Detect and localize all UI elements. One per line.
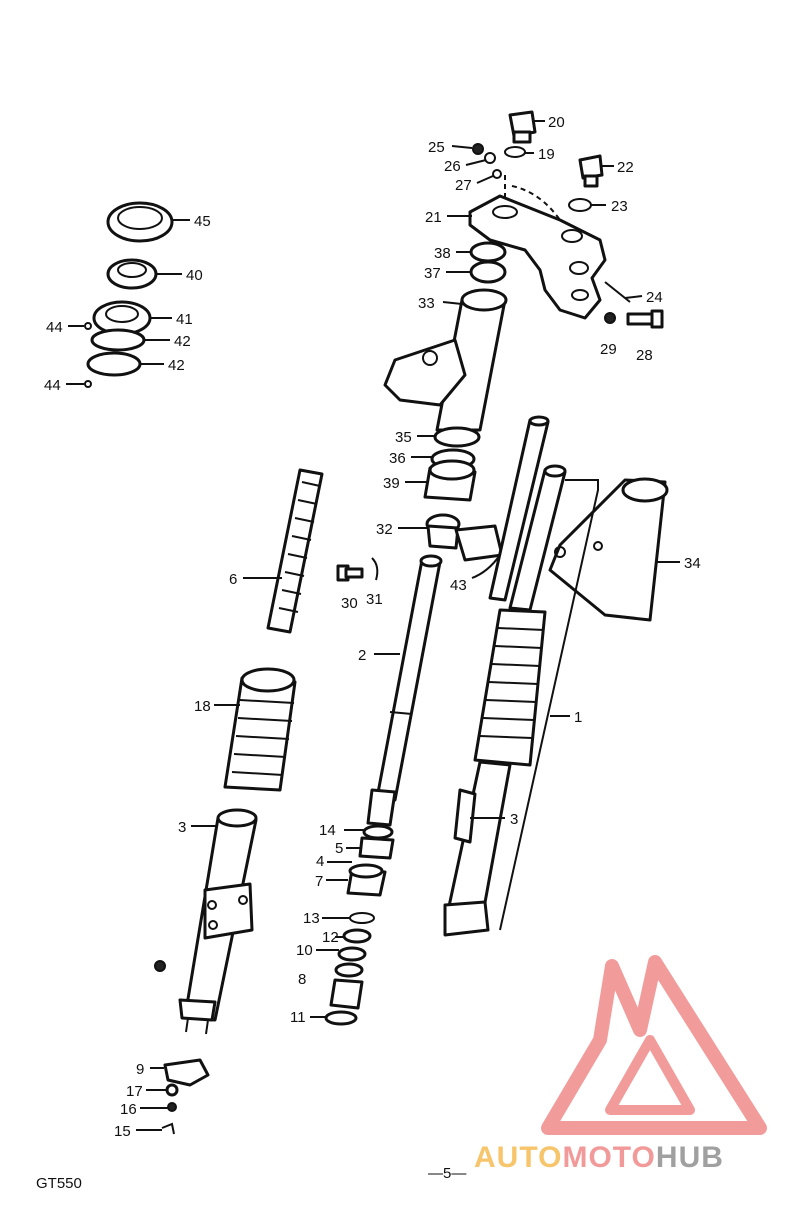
spacer-39 [423, 459, 477, 502]
fork-spring-6 [266, 468, 324, 634]
callout-8: 8 [298, 971, 306, 988]
callout-17: 17 [126, 1083, 143, 1100]
bolt-22 [578, 154, 604, 188]
callout-39: 39 [383, 475, 400, 492]
washer-29 [604, 312, 616, 324]
callout-36: 36 [389, 450, 406, 467]
headlight-bracket-34 [548, 477, 669, 622]
leader-lines [66, 120, 680, 1131]
footer-mark: —5— [428, 1165, 466, 1182]
callout-18: 18 [194, 698, 211, 715]
callout-2: 2 [358, 647, 366, 664]
ball-44b [84, 380, 92, 388]
callout-38: 38 [434, 245, 451, 262]
clamp-32 [425, 513, 504, 562]
callout-26: 26 [444, 158, 461, 175]
nut-25 [472, 143, 484, 155]
watermark-auto: AUTO [474, 1141, 562, 1174]
callout-40: 40 [186, 267, 203, 284]
callout-42b: 42 [168, 357, 185, 374]
steering-stem-head-21 [468, 175, 607, 320]
fork-outer-tube-33 [383, 288, 508, 432]
seal-38 [469, 241, 507, 263]
callout-33: 33 [418, 295, 435, 312]
callout-34: 34 [684, 555, 701, 572]
callout-7: 7 [315, 873, 323, 890]
callout-42a: 42 [174, 333, 191, 350]
callout-3a: 3 [178, 819, 186, 836]
callout-10: 10 [296, 942, 313, 959]
nut-16 [167, 1102, 177, 1112]
callout-29: 29 [600, 341, 617, 358]
callout-14: 14 [319, 822, 336, 839]
callout-44b: 44 [44, 377, 61, 394]
callout-23: 23 [611, 198, 628, 215]
callout-3b: 3 [510, 811, 518, 828]
drain-bolt [154, 960, 166, 972]
callout-5: 5 [335, 840, 343, 857]
outer-slider-3b [443, 760, 512, 937]
inner-tube-right [488, 415, 550, 602]
part-27 [492, 169, 502, 179]
callout-1: 1 [574, 709, 582, 726]
boot-right [473, 608, 547, 767]
callout-11: 11 [290, 1009, 306, 1026]
ring-37 [469, 260, 507, 284]
watermark-text: AUTOMOTOHUB [474, 1141, 724, 1174]
top-bolt-20 [508, 110, 537, 144]
callout-30: 30 [341, 595, 358, 612]
leader-1 [499, 479, 599, 931]
callout-13: 13 [303, 910, 320, 927]
race-42a [90, 328, 146, 352]
cap-40 [106, 258, 158, 290]
watermark-moto: MOTO [562, 1141, 655, 1174]
callout-19: 19 [538, 146, 555, 163]
race-42b [86, 351, 142, 377]
seal-35 [433, 426, 481, 448]
callout-9: 9 [136, 1061, 144, 1078]
callout-4: 4 [316, 853, 324, 870]
stud-15 [161, 1122, 175, 1135]
clip-31 [371, 557, 379, 581]
boot-18 [223, 667, 297, 792]
callout-45: 45 [194, 213, 211, 230]
bolt-28 [626, 309, 664, 329]
callout-15: 15 [114, 1123, 131, 1140]
watermark-logo [541, 955, 767, 1135]
dust-seal-45 [106, 201, 174, 243]
model-label: GT550 [36, 1175, 82, 1192]
callout-27: 27 [455, 177, 472, 194]
callout-24: 24 [646, 289, 663, 306]
washer-17 [165, 1083, 179, 1097]
bolt-30 [336, 564, 364, 582]
callout-37: 37 [424, 265, 441, 282]
callout-28: 28 [636, 347, 653, 364]
callout-12: 12 [322, 929, 339, 946]
callout-6: 6 [229, 571, 237, 588]
callout-32: 32 [376, 521, 393, 538]
callout-43: 43 [450, 577, 467, 594]
callout-16: 16 [120, 1101, 137, 1118]
watermark-hub: HUB [656, 1141, 724, 1174]
callout-22: 22 [617, 159, 634, 176]
callout-20: 20 [548, 114, 565, 131]
ball-44a [84, 322, 92, 330]
axle-holder-9 [163, 1058, 210, 1087]
callout-41: 41 [176, 311, 193, 328]
callout-25: 25 [428, 139, 445, 156]
callout-35: 35 [395, 429, 412, 446]
callout-44a: 44 [46, 319, 63, 336]
callout-31: 31 [366, 591, 383, 608]
outer-slider-3a [178, 808, 258, 1035]
callout-21: 21 [425, 209, 442, 226]
washer-26 [484, 152, 496, 164]
